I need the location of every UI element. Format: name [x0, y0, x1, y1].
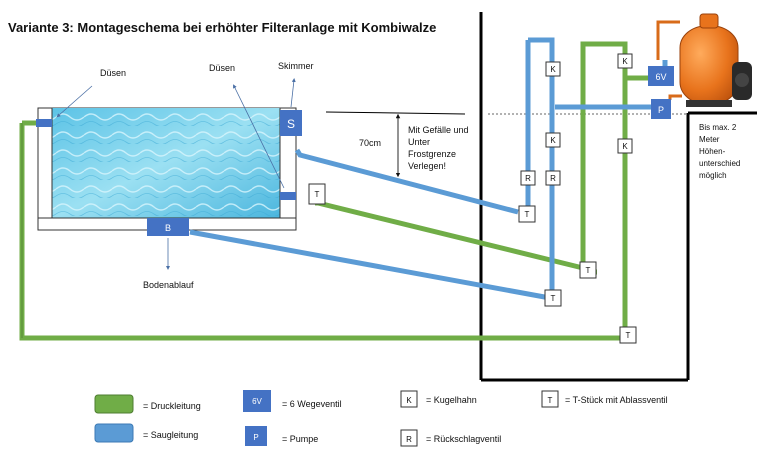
tee-1: T — [315, 190, 320, 199]
sand-filter-tank — [679, 13, 752, 107]
legend-valve-box — [243, 390, 271, 412]
legend-t-box-text: T — [548, 396, 553, 405]
label-slope-3: Frostgrenze — [408, 149, 456, 159]
legend-saug: = Saugleitung — [143, 430, 198, 440]
ball-valve-3: K — [622, 57, 628, 66]
label-slope-1: Mit Gefälle und — [408, 125, 469, 135]
ball-valve-1: K — [550, 65, 556, 74]
label-height-2: Meter — [699, 135, 720, 144]
legend-k-box-text: K — [406, 396, 412, 405]
legend-pump-box-text: P — [253, 433, 258, 442]
legend-t-text: = T-Stück mit Ablassventil — [565, 395, 668, 405]
ball-valve-2: K — [550, 136, 556, 145]
legend-valve-box-text: 6V — [252, 397, 262, 406]
pump-symbol: P — [658, 105, 664, 115]
legend-valve-text: = 6 Wegeventil — [282, 399, 342, 409]
legend-t-box — [541, 390, 559, 408]
tee-4: T — [551, 294, 556, 303]
label-skimmer: Skimmer — [278, 61, 314, 71]
legend-swatch-druck — [94, 394, 134, 414]
check-valve-2: R — [550, 174, 556, 183]
label-height-1: Bis max. 2 — [699, 123, 737, 132]
legend-r-text: = Rückschlagventil — [426, 434, 501, 444]
legend-r-box-text: R — [406, 435, 412, 444]
tee-pieces: T T T T T — [308, 183, 637, 344]
legend-swatch-saug — [94, 423, 134, 443]
nozzle-right — [280, 192, 296, 200]
legend-k-box — [400, 390, 418, 408]
bottom-drain-symbol: B — [165, 223, 171, 233]
skimmer-box — [280, 110, 302, 136]
legend-pump-box — [245, 426, 267, 446]
label-duesen-left: Düsen — [100, 68, 126, 78]
six-way-valve — [648, 66, 674, 86]
label-height-5: möglich — [699, 171, 727, 180]
label-bodenablauf: Bodenablauf — [143, 280, 194, 290]
arrow-duesen-left — [56, 85, 93, 118]
legend: = Druckleitung = Saugleitung 6V = 6 Wege… — [94, 390, 668, 447]
arrow-duesen-right — [233, 84, 285, 189]
legend-druck: = Druckleitung — [143, 401, 201, 411]
tee-2: T — [525, 210, 530, 219]
label-depth: 70cm — [359, 138, 381, 148]
legend-k-text: = Kugelhahn — [426, 395, 477, 405]
label-slope-4: Verlegen! — [408, 161, 446, 171]
skimmer-symbol: S — [287, 117, 295, 131]
legend-pump-text: = Pumpe — [282, 434, 318, 444]
filter-pipes — [656, 20, 682, 100]
legend-r-box — [400, 429, 418, 447]
arrow-skimmer — [290, 78, 296, 108]
bottom-drain-box — [147, 218, 189, 236]
check-valves: R R — [520, 170, 561, 186]
ball-valve-4: K — [622, 142, 628, 151]
check-valve-1: R — [525, 174, 531, 183]
label-duesen-right: Düsen — [209, 63, 235, 73]
pump — [651, 99, 671, 119]
six-way-valve-symbol: 6V — [655, 72, 666, 82]
label-slope-2: Unter — [408, 137, 430, 147]
ball-valves: K K K K — [545, 53, 633, 154]
building-outline — [479, 12, 757, 382]
water-level-line — [325, 111, 466, 115]
pool — [37, 107, 297, 231]
label-height-3: Höhen- — [699, 147, 726, 156]
label-height-4: unterschied — [699, 159, 740, 168]
diagram-title: Variante 3: Montageschema bei erhöhter F… — [8, 20, 436, 35]
tee-3: T — [586, 266, 591, 275]
tee-5: T — [626, 331, 631, 340]
suction-lines — [189, 37, 668, 301]
nozzle-left — [36, 119, 52, 127]
